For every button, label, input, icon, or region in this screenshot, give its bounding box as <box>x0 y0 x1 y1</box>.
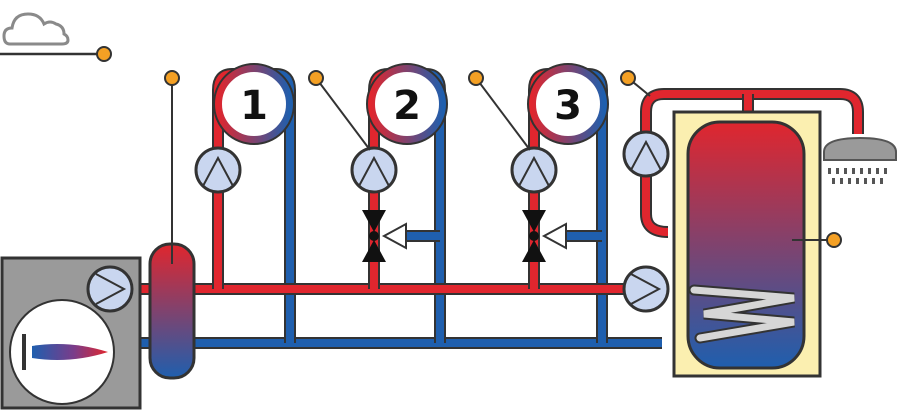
outdoor-sensor <box>0 12 112 62</box>
temperature-sensor-icon <box>164 70 180 86</box>
circuit-pumps <box>194 130 670 313</box>
circuit-number: 1 <box>240 83 268 129</box>
pump-icon <box>350 146 398 194</box>
pump-icon <box>194 146 242 194</box>
hot-water-line <box>640 88 864 238</box>
flame-icon <box>22 334 108 370</box>
temperature-sensor-icon <box>826 232 842 248</box>
pump-icon <box>86 265 134 313</box>
cloud-icon <box>2 12 70 46</box>
storage-tank <box>672 110 842 378</box>
temperature-sensor-icon <box>308 70 324 86</box>
three-way-valve-icon <box>362 210 407 262</box>
temperature-sensor-icon <box>468 70 484 86</box>
circuit-number: 2 <box>393 83 421 129</box>
circuit-1: 1 <box>213 63 295 145</box>
heating-coil <box>688 284 795 344</box>
pump-icon <box>622 265 670 313</box>
mixing-sensors <box>308 70 651 151</box>
shower-icon <box>823 136 897 184</box>
temperature-sensor-icon <box>620 70 636 86</box>
pump-icon <box>622 130 670 178</box>
circuit-number: 3 <box>554 83 582 129</box>
mixing-valves <box>362 210 567 262</box>
hydraulic-separator <box>148 70 196 380</box>
three-way-valve-icon <box>522 210 567 262</box>
temperature-sensor-icon <box>96 46 112 62</box>
pump-icon <box>510 146 558 194</box>
circuit-2: 2 <box>366 63 448 145</box>
circuit-3: 3 <box>527 63 609 145</box>
boiler <box>0 256 142 410</box>
